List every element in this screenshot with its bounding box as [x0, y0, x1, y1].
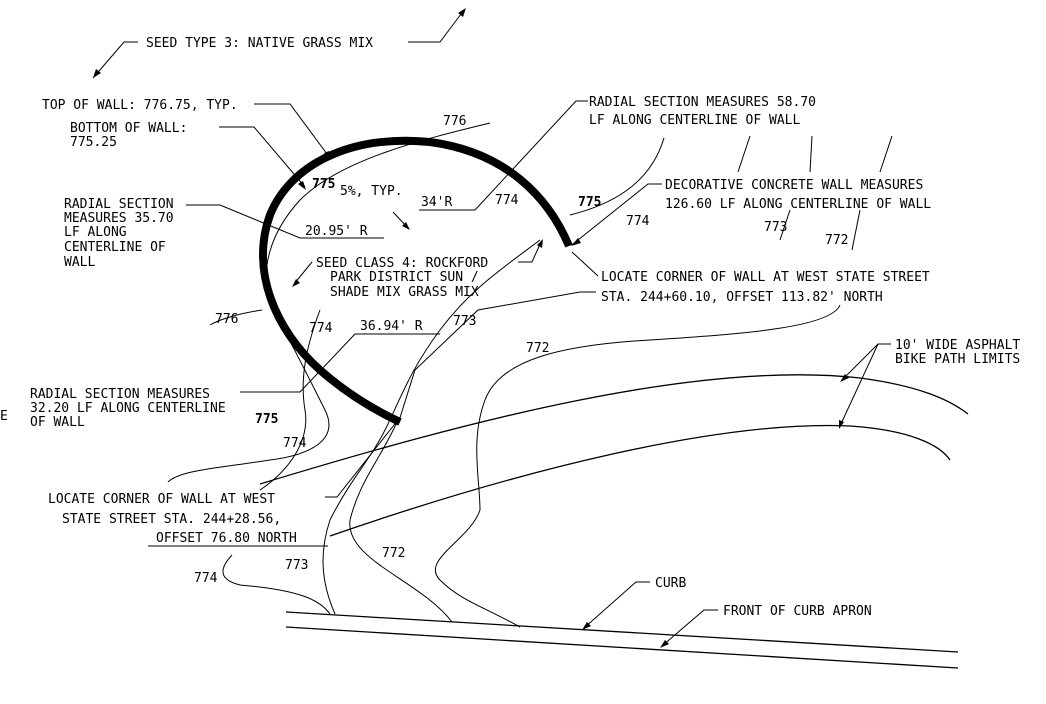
slope-label: 5%, TYP.: [340, 184, 403, 199]
seed-type-3-leader: [92, 8, 466, 79]
radial-58-label: LF ALONG CENTERLINE OF WALL: [589, 113, 800, 128]
bike-path-leader: [839, 343, 891, 429]
contour-label: 774: [283, 436, 307, 451]
radius-34-label: 34'R: [421, 195, 452, 210]
curb-apron-label: FRONT OF CURB APRON: [723, 604, 872, 619]
decorative-wall-leader: [571, 135, 893, 251]
curb-leader: [582, 581, 650, 630]
corner-west-label: LOCATE CORNER OF WALL AT WEST: [48, 492, 275, 507]
contour-label: 773: [285, 558, 308, 573]
curb-line: [285, 611, 959, 653]
radial-32-label: RADIAL SECTION MEASURES: [30, 387, 210, 402]
bike-path-label: 10' WIDE ASPHALT: [895, 338, 1020, 353]
corner-east-label: STA. 244+60.10, OFFSET 113.82' NORTH: [601, 290, 883, 305]
radial-58-label: RADIAL SECTION MEASURES 58.70: [589, 95, 816, 110]
decorative-wall-label: DECORATIVE CONCRETE WALL MEASURES: [665, 178, 923, 193]
radial-35-label: LF ALONG: [64, 225, 127, 240]
corner-east-label: LOCATE CORNER OF WALL AT WEST STATE STRE…: [601, 270, 930, 285]
radius-36-94-label: 36.94' R: [360, 319, 423, 334]
contour-label: 772: [382, 546, 405, 561]
radial-35-label: RADIAL SECTION: [64, 197, 174, 212]
curb-label: CURB: [655, 576, 686, 591]
contour-label: 774: [309, 321, 333, 336]
contour-label: 772: [825, 233, 848, 248]
seed-class-4-label: SHADE MIX GRASS MIX: [330, 285, 479, 300]
radial-35-leader: [186, 204, 384, 239]
bike-path-north-edge: [259, 374, 969, 485]
radius-20-95-label: 20.95' R: [305, 224, 368, 239]
contour-label: 773: [764, 220, 787, 235]
top-of-wall-leader: [254, 103, 331, 160]
bottom-of-wall-leader: [219, 126, 306, 190]
contour-label: 772: [526, 341, 549, 356]
cut-off-letter: E: [0, 409, 8, 424]
corner-west-leader: [148, 417, 400, 547]
seed-class-4-leader: [292, 239, 543, 287]
curb-apron-line: [285, 626, 959, 669]
radial-58-leader: [474, 100, 588, 211]
contour-label: 773: [453, 314, 476, 329]
seed-class-4-label: SEED CLASS 4: ROCKFORD: [316, 256, 488, 271]
contour-lines: [167, 122, 841, 628]
seed-type-3-label: SEED TYPE 3: NATIVE GRASS MIX: [146, 36, 373, 51]
seed-class-4-label: PARK DISTRICT SUN /: [330, 270, 479, 285]
corner-west-label: STATE STREET STA. 244+28.56,: [62, 512, 281, 527]
contour-label: 776: [443, 114, 466, 129]
bike-path-south-edge: [329, 424, 951, 537]
radial-35-label: MEASURES 35.70: [64, 211, 174, 226]
bottom-of-wall-label: BOTTOM OF WALL:: [70, 121, 187, 136]
radial-35-label: CENTERLINE OF: [64, 240, 166, 255]
contour-label: 774: [626, 214, 650, 229]
radius-36-94-leader: [240, 333, 440, 393]
corner-east-leader: [397, 251, 599, 425]
radial-32-label: OF WALL: [30, 415, 85, 430]
corner-west-label: OFFSET 76.80 NORTH: [156, 531, 297, 546]
curb-apron-leader: [660, 609, 718, 648]
radial-32-label: 32.20 LF ALONG CENTERLINE: [30, 401, 226, 416]
contour-label: 775: [312, 177, 335, 192]
decorative-wall-label: 126.60 LF ALONG CENTERLINE OF WALL: [665, 197, 931, 212]
retaining-wall: [259, 136, 573, 426]
contour-label: 776: [215, 312, 238, 327]
contour-label: 774: [194, 571, 218, 586]
contour-label: 774: [495, 193, 519, 208]
slope-arrow: [392, 211, 410, 230]
contour-label: 775: [255, 412, 278, 427]
radial-35-label: WALL: [64, 255, 95, 270]
bottom-of-wall-value: 775.25: [70, 135, 117, 150]
top-of-wall-label: TOP OF WALL: 776.75, TYP.: [42, 98, 238, 113]
bike-path-label: BIKE PATH LIMITS: [895, 352, 1020, 367]
contour-label: 775: [578, 195, 601, 210]
